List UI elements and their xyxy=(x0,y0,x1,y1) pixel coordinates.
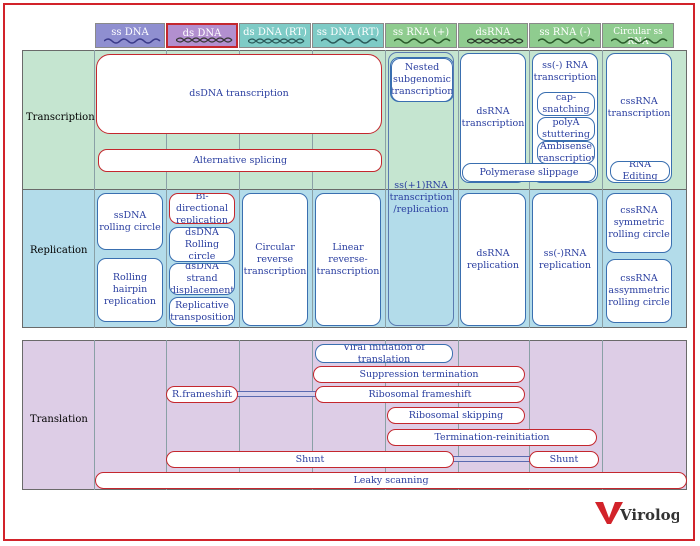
header-ds-dna: ds DNA xyxy=(166,23,238,48)
box-dsdna-transcription: dsDNA transcription xyxy=(96,54,382,134)
header-label: dsRNA xyxy=(475,27,511,38)
header-dsrna: dsRNA xyxy=(458,23,528,48)
box-ribosomal-skipping: Ribosomal skipping xyxy=(387,407,525,424)
box-dsrna-transcription: dsRNA transcription xyxy=(460,53,526,183)
dna-wave-icon xyxy=(104,38,161,44)
rna-wave-icon xyxy=(538,38,595,44)
dna-double-helix-icon xyxy=(176,37,233,43)
box-ss-minus-rna-replication: ss(-)RNA replication xyxy=(532,193,598,326)
header-ss-rna-plus: ss RNA (+) xyxy=(385,23,457,48)
svg-text:Virologie: Virologie xyxy=(619,506,679,524)
box-linear-rt: Linear reverse- transcription xyxy=(315,193,381,326)
column-divider xyxy=(94,340,95,490)
box-polya-stuttering: polyA stuttering xyxy=(537,117,595,141)
box-shunt-right: Shunt xyxy=(529,451,599,468)
box-bidirectional: Bi-directional replication xyxy=(169,193,235,224)
connector-shunt xyxy=(452,456,532,462)
header-label: Circular ss RNA xyxy=(613,27,663,47)
column-divider xyxy=(529,340,530,490)
box-rolling-hairpin: Rolling hairpin replication xyxy=(97,258,163,322)
box-dsdna-rolling-circle: dsDNA Rolling circle xyxy=(169,227,235,262)
column-divider xyxy=(602,50,603,328)
header-label: ss RNA (-) xyxy=(539,27,591,38)
column-divider xyxy=(239,340,240,490)
box-ss-plus-rna: ss(+1)RNA transcription /replication xyxy=(388,52,454,326)
box-dsrna-replication: dsRNA replication xyxy=(460,193,526,326)
box-ssdna-rolling-circle: ssDNA rolling circle xyxy=(97,193,163,250)
box-cssrna-assymmetric: cssRNA assymmetric rolling circle xyxy=(606,259,672,323)
column-divider xyxy=(166,50,167,328)
box-replicative-transposition: Replicative transposition xyxy=(169,297,235,326)
column-divider xyxy=(239,50,240,328)
rna-wave-icon xyxy=(394,38,451,44)
box-polymerase-slippage: Polymerase slippage xyxy=(462,163,596,182)
box-viral-initiation: Viral initiation of translation xyxy=(315,344,453,363)
box-ambisense: Ambisense transcription xyxy=(537,141,595,164)
dna-wave-icon xyxy=(321,38,378,44)
header-label: ss RNA (+) xyxy=(392,27,450,38)
column-divider xyxy=(312,340,313,490)
box-circular-rt: Circular reverse transcription xyxy=(242,193,308,326)
row-label-translation: Translation xyxy=(30,414,88,425)
header-circular-ss-rna: Circular ss RNA xyxy=(602,23,674,48)
virologie-logo: Virologie xyxy=(593,498,696,526)
column-divider xyxy=(458,50,459,328)
outer-frame xyxy=(3,3,695,541)
box-cssrna-symmetric: cssRNA symmetric rolling circle xyxy=(606,193,672,253)
header-label: ds DNA (RT) xyxy=(243,27,307,38)
box-r-frameshift: R.frameshift xyxy=(166,386,238,403)
header-ss-dna-rt: ss DNA (RT) xyxy=(312,23,384,48)
row-label-replication: Replication xyxy=(30,245,88,256)
column-divider xyxy=(166,340,167,490)
header-label: ss DNA xyxy=(111,27,149,38)
box-suppression-termination: Suppression termination xyxy=(313,366,525,383)
box-cap-snatching: cap- snatching xyxy=(537,92,595,116)
connector-r-frameshift xyxy=(235,391,317,397)
box-leaky-scanning: Leaky scanning xyxy=(95,472,687,489)
column-divider xyxy=(312,50,313,328)
header-ds-dna-rt: ds DNA (RT) xyxy=(239,23,311,48)
column-divider xyxy=(94,50,95,328)
header-ss-dna: ss DNA xyxy=(95,23,165,48)
dna-double-helix-icon xyxy=(248,38,305,44)
row-label-transcription: Transcription xyxy=(26,112,95,123)
box-alternative-splicing: Alternative splicing xyxy=(98,149,382,172)
box-strand-displacement: dsDNA strand displacement xyxy=(169,263,235,295)
column-divider xyxy=(529,50,530,328)
header-label: ss DNA (RT) xyxy=(316,27,380,38)
column-divider xyxy=(385,50,386,328)
rna-double-helix-icon xyxy=(467,38,524,44)
box-termination-reinitiation: Termination-reinitiation xyxy=(387,429,597,446)
header-label: ds DNA xyxy=(182,28,222,39)
box-nested-subgenomic-front: Nested subgenomic transcription xyxy=(391,58,453,102)
column-divider xyxy=(602,340,603,490)
rna-wave-icon xyxy=(611,38,668,44)
column-divider xyxy=(385,340,386,490)
header-ss-rna-minus: ss RNA (-) xyxy=(529,23,601,48)
box-ribosomal-frameshift: Ribosomal frameshift xyxy=(315,386,525,403)
box-shunt-left: Shunt xyxy=(166,451,454,468)
box-rna-editing: RNA Editing xyxy=(610,161,670,181)
